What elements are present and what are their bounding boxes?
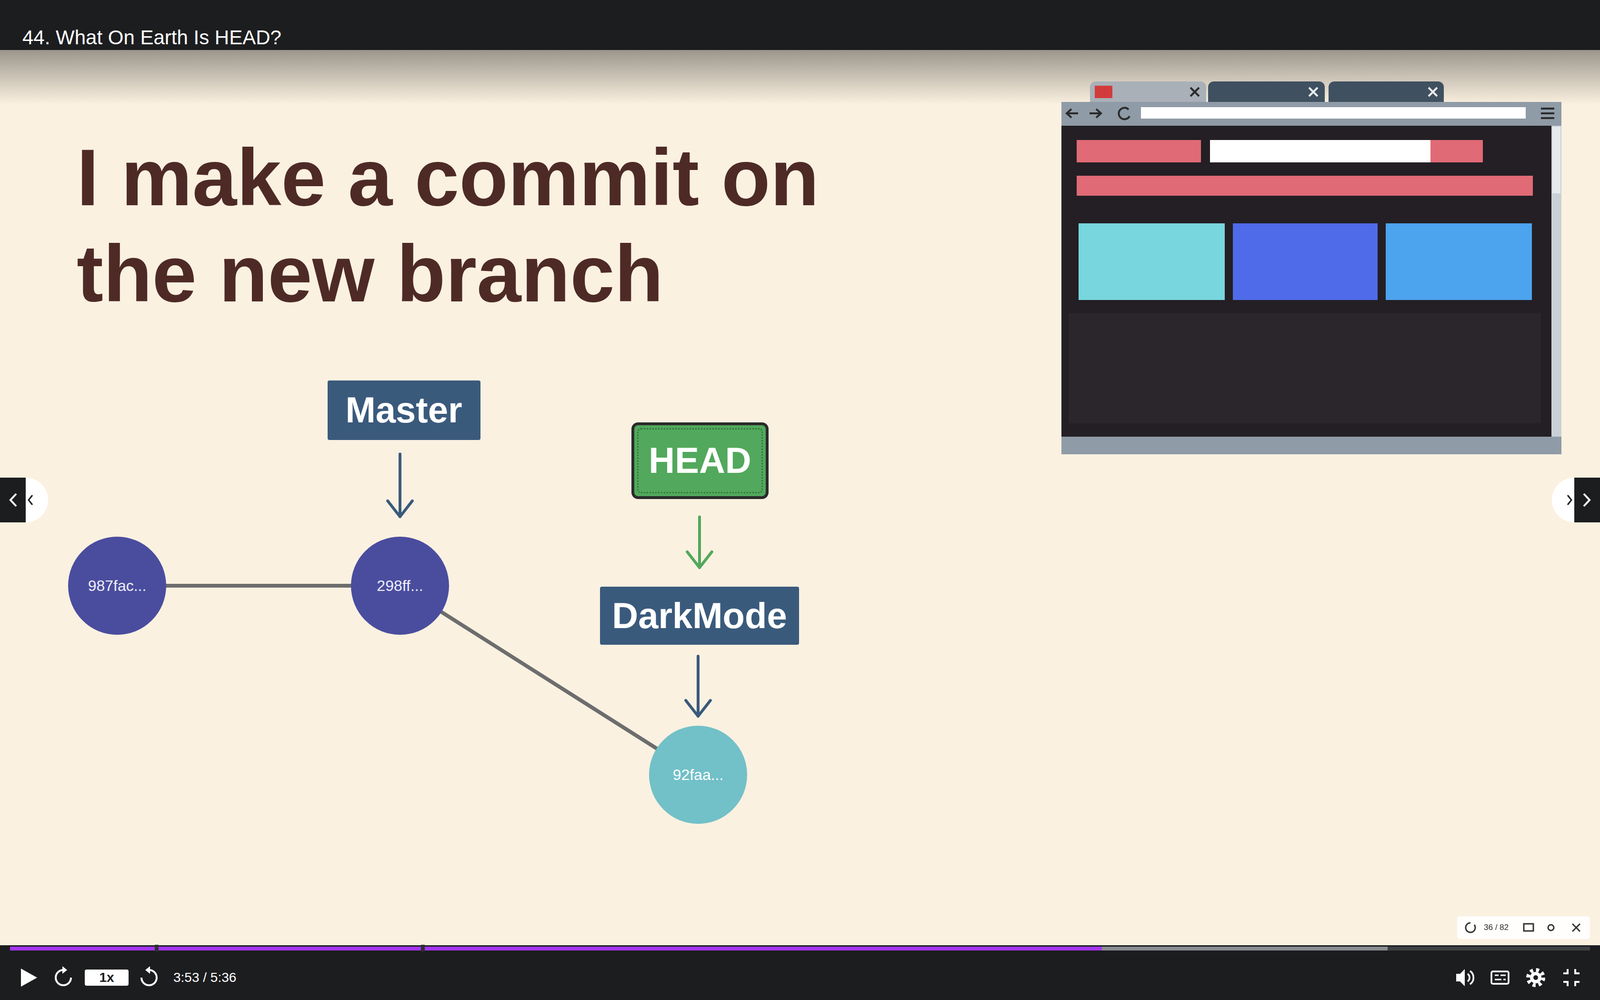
settings-icon <box>1528 970 1544 986</box>
settings-icon <box>1533 975 1539 980</box>
captions-icon <box>1491 971 1509 984</box>
node-text: HEAD <box>648 439 751 481</box>
arrow-head <box>685 700 711 717</box>
nav-arrows <box>1066 109 1101 118</box>
tab-close <box>1428 87 1438 97</box>
menu-icon <box>1540 108 1555 119</box>
time-display: 3:53 / 5:36 <box>173 969 237 986</box>
commit-link <box>166 585 351 587</box>
pointer-arrow <box>685 656 711 717</box>
branch-label: DarkMode <box>600 586 800 645</box>
volume-icon <box>1456 969 1465 987</box>
page-panel <box>1068 313 1541 424</box>
slide-heading: I make a commit on the new branch <box>76 130 896 322</box>
url-bar <box>1140 107 1526 119</box>
tab-close <box>1309 87 1318 97</box>
mini-icon <box>1465 922 1476 933</box>
head-pointer: HEAD <box>631 422 769 500</box>
scroll-thumb <box>1552 126 1561 194</box>
pointer-arrow <box>387 454 413 518</box>
mini-icon <box>1523 923 1534 931</box>
commit-circle: 987fac... <box>68 536 167 635</box>
node-text: 987fac... <box>88 577 147 595</box>
node-text: 298ff... <box>376 577 423 595</box>
progress-mark <box>154 944 159 952</box>
progress-played <box>10 946 1102 951</box>
connector-line <box>698 517 701 569</box>
nav-chevron <box>1567 495 1572 505</box>
tab-close <box>1190 87 1200 97</box>
node-text: DarkMode <box>611 594 787 637</box>
rewind-icon <box>62 966 68 974</box>
commit-circle: 298ff... <box>350 536 450 635</box>
pointer-arrow <box>687 517 712 569</box>
play-icon <box>20 968 38 987</box>
forward-icon <box>145 966 150 974</box>
nav-chevron <box>1583 493 1590 507</box>
browser-toolbar <box>1061 101 1562 126</box>
node-text: Master <box>345 389 463 431</box>
page-card <box>1232 223 1378 300</box>
captions-icon <box>1494 975 1506 980</box>
page-card <box>1078 223 1225 300</box>
settings-icon <box>1530 971 1542 984</box>
reload-icon <box>1118 107 1130 120</box>
progress-buffer <box>10 946 1388 951</box>
mini-icon <box>1548 924 1554 931</box>
page-block <box>1210 140 1431 163</box>
connector-line <box>398 454 402 518</box>
nav-button <box>0 477 26 523</box>
nav-button <box>1574 477 1600 523</box>
volume-icon <box>1467 970 1474 985</box>
branch-label: Master <box>327 380 481 440</box>
arrow-head <box>687 551 712 568</box>
circle-fill <box>350 536 450 635</box>
speed-button: 1x <box>84 969 129 986</box>
circle-fill <box>68 536 167 635</box>
progress-track <box>10 946 1590 951</box>
browser-illustration <box>1061 81 1562 455</box>
page-card <box>1385 223 1532 300</box>
progress-mark <box>420 944 425 952</box>
nav-chevron <box>28 495 33 505</box>
page-block <box>1430 140 1483 163</box>
fullscreen-icon <box>1563 969 1580 987</box>
lecture-title: 44. What On Earth Is HEAD? <box>22 25 282 50</box>
page-block <box>1076 175 1533 196</box>
page-area <box>1061 125 1552 437</box>
mini-icon <box>1572 923 1580 932</box>
nav-chevron <box>10 493 17 507</box>
tab-icon <box>1094 85 1113 99</box>
scrollbar <box>1551 125 1562 437</box>
node-text: 92faa... <box>672 766 724 784</box>
commit-circle: 92faa... <box>649 725 748 824</box>
connector-line <box>166 583 351 588</box>
status-bar <box>1061 436 1562 455</box>
connector-line <box>696 656 700 717</box>
page-block <box>1076 140 1201 163</box>
mini-panel <box>1457 916 1590 940</box>
circle-fill <box>649 725 748 824</box>
slide-ground <box>0 50 1600 946</box>
arrow-head <box>387 500 413 517</box>
slide-counter: 36 / 82 <box>1483 921 1509 934</box>
